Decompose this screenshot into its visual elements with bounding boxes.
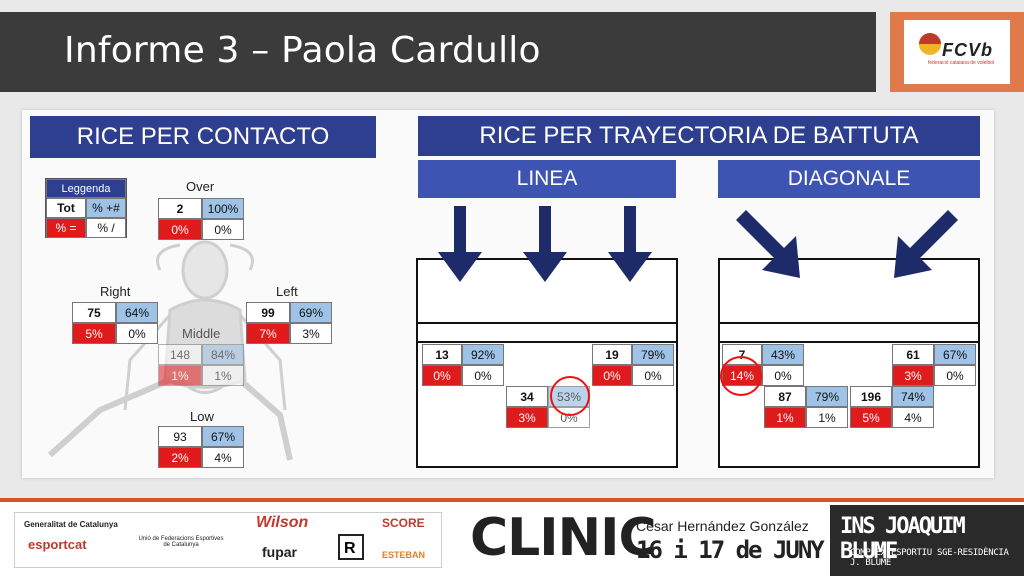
linea-right-slash: 0% bbox=[632, 365, 674, 386]
trajectory-banner: RICE PER TRAYECTORIA DE BATTUTA bbox=[418, 116, 980, 156]
clinic-author: César Hernández González bbox=[636, 518, 809, 534]
diag-bottom-left-slash: 1% bbox=[806, 407, 848, 428]
over-label: Over bbox=[186, 179, 215, 194]
diag-top-left-pos: 43% bbox=[762, 344, 804, 365]
diag-bottom-left-eq: 1% bbox=[764, 407, 806, 428]
over-slash: 0% bbox=[202, 219, 244, 240]
middle-pos: 84% bbox=[202, 344, 244, 365]
diag-bottom-left-tot: 87 bbox=[764, 386, 806, 407]
sponsor-strip bbox=[14, 512, 442, 568]
sponsor-fupar: fupar bbox=[262, 544, 297, 560]
linea-left-eq: 0% bbox=[422, 365, 462, 386]
linea-left-pos: 92% bbox=[462, 344, 504, 365]
arrow-diagonal-left-icon bbox=[894, 210, 958, 278]
clinic-title: CLINIC bbox=[470, 508, 657, 568]
left-tot: 99 bbox=[246, 302, 290, 323]
fcvb-logo bbox=[904, 20, 1010, 84]
logo-subtitle: federació catalana de voleibol bbox=[928, 60, 995, 66]
sponsor-wilson: Wilson bbox=[256, 514, 309, 531]
right-eq: 5% bbox=[72, 323, 116, 344]
right-slash: 0% bbox=[116, 323, 158, 344]
diag-top-left-slash: 0% bbox=[762, 365, 804, 386]
right-tot: 75 bbox=[72, 302, 116, 323]
diag-bottom-right-slash: 4% bbox=[892, 407, 934, 428]
linea-court-line bbox=[416, 322, 678, 324]
linea-arrows bbox=[438, 206, 652, 282]
left-eq: 7% bbox=[246, 323, 290, 344]
diag-bottom-right-eq: 5% bbox=[850, 407, 892, 428]
footer-accent-line bbox=[0, 498, 1024, 502]
svg-text:R: R bbox=[344, 540, 356, 557]
sponsor-score: SCORE bbox=[382, 516, 425, 530]
linea-left-slash: 0% bbox=[462, 365, 504, 386]
sponsor-esteban: ESTEBAN bbox=[382, 550, 426, 560]
school-box bbox=[830, 505, 1024, 576]
left-pos: 69% bbox=[290, 302, 332, 323]
diag-top-right-eq: 3% bbox=[892, 365, 934, 386]
sponsor-generalitat: Generalitat de Catalunya bbox=[24, 520, 118, 529]
right-pos: 64% bbox=[116, 302, 158, 323]
contact-banner: RICE PER CONTACTO bbox=[30, 116, 376, 158]
diagonale-court-line bbox=[718, 322, 980, 324]
arrow-down-icon bbox=[523, 206, 567, 282]
arrow-diagonal-right-icon bbox=[736, 210, 800, 278]
diagonale-court-line bbox=[718, 341, 980, 343]
low-label: Low bbox=[190, 409, 214, 424]
right-label: Right bbox=[100, 284, 131, 299]
over-eq: 0% bbox=[158, 219, 202, 240]
over-pos: 100% bbox=[202, 198, 244, 219]
linea-banner: LINEA bbox=[418, 160, 676, 198]
legend-title: Leggenda bbox=[46, 179, 126, 198]
over-tot: 2 bbox=[158, 198, 202, 219]
low-slash: 4% bbox=[202, 447, 244, 468]
linea-right-eq: 0% bbox=[592, 365, 632, 386]
linea-center-eq: 3% bbox=[506, 407, 548, 428]
linea-highlight-circle bbox=[550, 376, 590, 416]
school-subtitle: COMPLEX ESPORTIU SGE-RESIDÈNCIA J. BLUME bbox=[850, 548, 1009, 568]
left-label: Left bbox=[276, 284, 298, 299]
linea-right-pos: 79% bbox=[632, 344, 674, 365]
diag-top-right-pos: 67% bbox=[934, 344, 976, 365]
arrow-down-icon bbox=[608, 206, 652, 282]
legend-tot: Tot bbox=[46, 198, 86, 218]
middle-slash: 1% bbox=[202, 365, 244, 386]
low-pos: 67% bbox=[202, 426, 244, 447]
linea-right-tot: 19 bbox=[592, 344, 632, 365]
linea-center-tot: 34 bbox=[506, 386, 548, 407]
fcvb-ball-icon bbox=[919, 33, 941, 55]
legend-pct-plus: % +# bbox=[86, 198, 126, 218]
diag-bottom-left-pos: 79% bbox=[806, 386, 848, 407]
low-tot: 93 bbox=[158, 426, 202, 447]
logo-word: FCVb bbox=[942, 40, 993, 60]
low-eq: 2% bbox=[158, 447, 202, 468]
diag-top-right-slash: 0% bbox=[934, 365, 976, 386]
diagonale-highlight-circle bbox=[720, 356, 762, 396]
legend-pct-slash: % / bbox=[86, 218, 126, 238]
legend-pct-eq: % = bbox=[46, 218, 86, 238]
reprosa-logo-icon: R bbox=[338, 534, 364, 560]
diag-bottom-right-pos: 74% bbox=[892, 386, 934, 407]
middle-eq: 1% bbox=[158, 365, 202, 386]
arrow-down-icon bbox=[438, 206, 482, 282]
diag-bottom-right-tot: 196 bbox=[850, 386, 892, 407]
header-bar bbox=[0, 12, 876, 92]
diag-top-right-tot: 61 bbox=[892, 344, 934, 365]
clinic-box bbox=[455, 510, 825, 570]
diagonale-banner: DIAGONALE bbox=[718, 160, 980, 198]
sponsor-esportcat: esportcat bbox=[28, 537, 87, 552]
middle-tot: 148 bbox=[158, 344, 202, 365]
diagonale-arrows bbox=[736, 210, 958, 278]
linea-court-line bbox=[416, 341, 678, 343]
school-name: INS JOAQUIM BLUME bbox=[840, 514, 966, 564]
page-title: Informe 3 – Paola Cardullo bbox=[64, 30, 541, 71]
left-slash: 3% bbox=[290, 323, 332, 344]
middle-label: Middle bbox=[182, 326, 221, 341]
sponsor-ufec: Unió de Federacions Esportives de Catalu… bbox=[138, 536, 224, 548]
linea-left-tot: 13 bbox=[422, 344, 462, 365]
